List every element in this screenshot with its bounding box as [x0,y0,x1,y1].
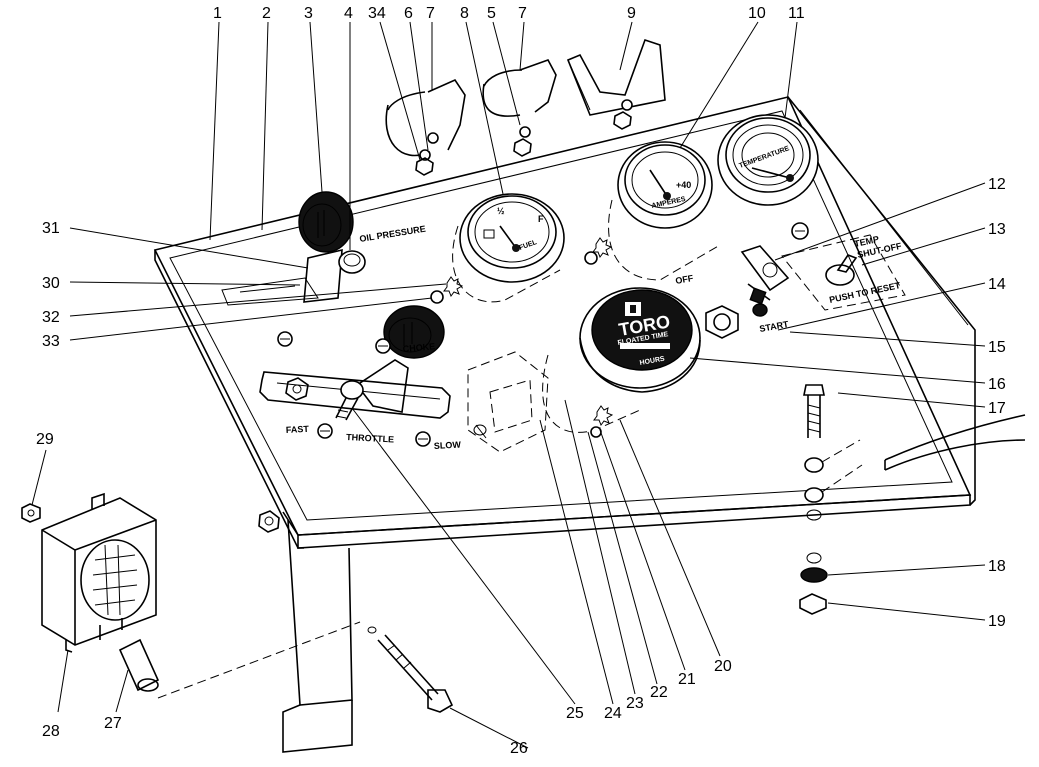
start-button [752,303,768,317]
callout-19: 19 [988,613,1006,630]
spacer-27 [118,638,160,692]
callout-15: 15 [988,339,1006,356]
choke-slot-inner [239,285,296,293]
callout-9: 9 [627,5,636,22]
bolt-17 [803,384,863,521]
callout-14: 14 [988,276,1006,293]
callout-13: 13 [988,221,1006,238]
callout-numbers: 1 2 3 4 34 6 7 8 5 7 9 10 11 12 13 14 15… [36,5,1006,757]
callout-5: 5 [487,5,496,22]
callout-27: 27 [104,715,122,732]
callout-12: 12 [988,176,1006,193]
wire-harness [884,414,1026,471]
alarm-horn [21,492,157,653]
panel-screws [277,222,809,447]
callout-11: 11 [788,5,805,22]
slow-text: SLOW [434,440,462,451]
bracket-fasteners [415,99,633,176]
hour-meter-hours-text: HOURS [639,356,665,367]
leader-lines [31,21,986,749]
control-panel-body [153,96,976,753]
oil-pressure-lamp [338,250,366,274]
callout-7b: 7 [518,5,527,22]
ammeter-gauge [608,141,721,281]
callout-18: 18 [988,558,1006,575]
callout-22: 22 [650,684,668,701]
callout-33: 33 [42,333,60,350]
callout-21: 21 [678,671,696,688]
callout-16: 16 [988,376,1006,393]
throttle-bolt [335,380,364,421]
callout-7a: 7 [426,5,435,22]
voltage-regulator [467,351,549,453]
callout-6: 6 [404,5,413,22]
fuel-half-text: ½ [497,206,505,216]
throttle-nut [285,377,309,401]
throttle-lever [355,305,445,413]
callout-28: 28 [42,723,60,740]
temp-shutoff-switch [781,234,906,311]
callout-10: 10 [748,5,766,22]
callout-3: 3 [304,5,313,22]
ignition-switch [740,245,790,305]
choke-slot [221,277,319,306]
ignition-nut [705,305,739,339]
callout-29: 29 [36,431,54,448]
callout-17: 17 [988,400,1006,417]
fast-text: FAST [286,424,310,435]
start-text: START [759,319,790,334]
callout-20: 20 [714,658,732,675]
fuel-gauge [452,193,565,303]
washer-nut-18-19 [799,552,828,615]
callout-25: 25 [566,705,584,722]
fuel-full-text: F [538,214,544,224]
choke-text: CHOKE [402,341,435,354]
callout-2: 2 [262,5,271,22]
callout-23: 23 [626,695,644,712]
throttle-text: THROTTLE [346,432,394,444]
callout-24: 24 [604,705,622,722]
callout-30: 30 [42,275,60,292]
gauge-mount-nuts [430,237,614,438]
callout-26: 26 [510,740,528,757]
mounting-bolt-26 [157,621,454,713]
amp-plus-text: +40 [676,180,691,190]
temperature-gauge [717,114,819,206]
callout-31: 31 [42,220,60,237]
hour-meter [542,287,701,433]
oil-pressure-text: OIL PRESSURE [359,224,427,244]
callout-8: 8 [460,5,469,22]
callout-32: 32 [42,309,60,326]
callout-4: 4 [344,5,353,22]
callout-1: 1 [213,5,222,22]
choke-lever [298,191,354,303]
off-text: OFF [675,273,695,286]
callout-34: 34 [368,5,386,22]
